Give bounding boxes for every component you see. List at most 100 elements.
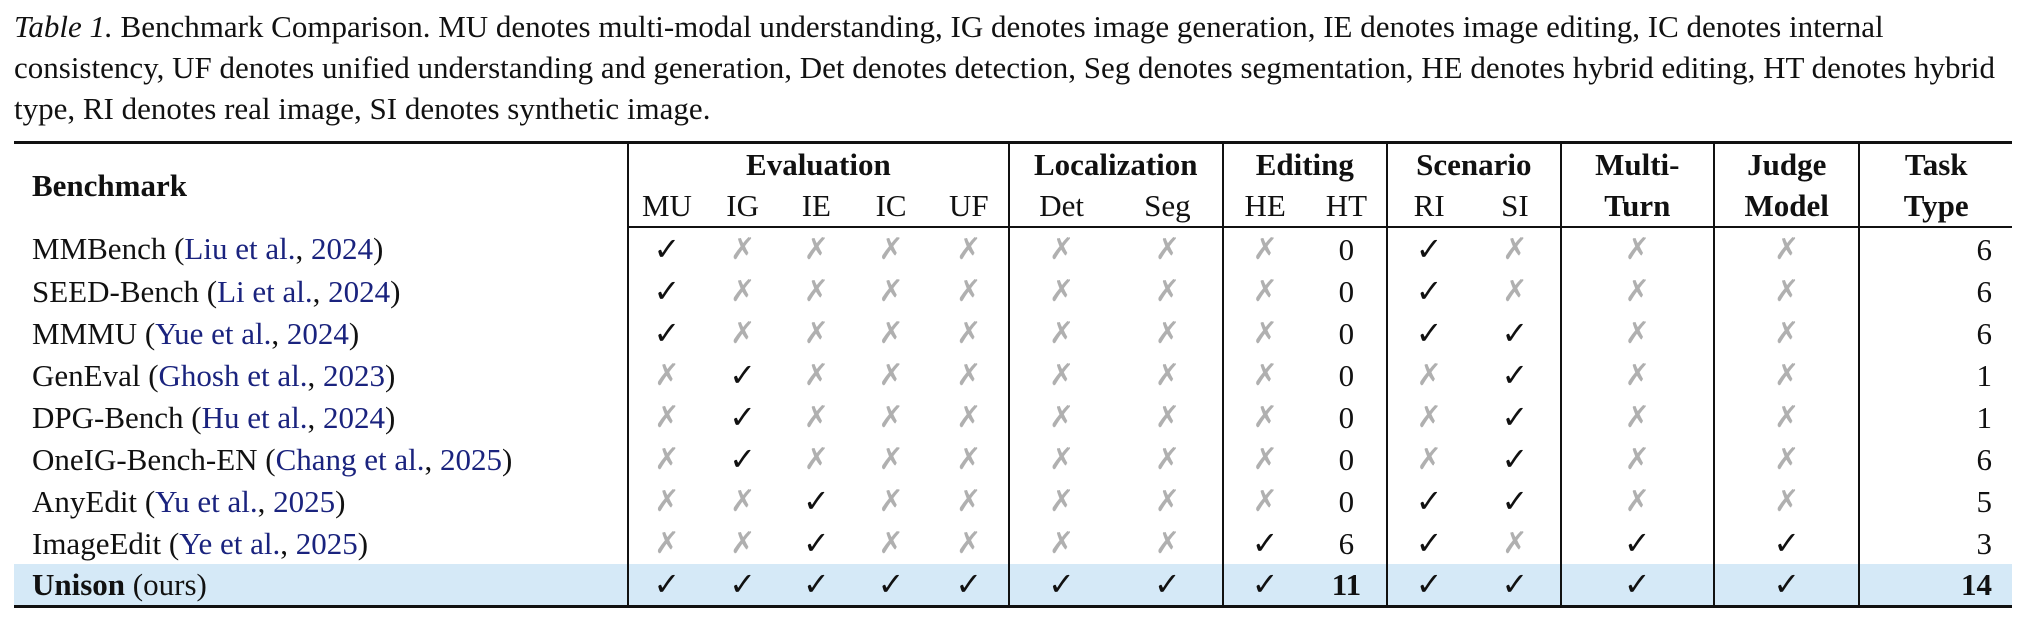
table-row: MMBench (Liu et al., 2024)✓✗✗✗✗✗✗✗0✓✗✗✗6	[14, 227, 2012, 270]
check-mark-icon: ✓	[729, 566, 757, 602]
citation-author-link[interactable]: Yue et al.	[155, 315, 272, 351]
citation-year-link[interactable]: 2025	[273, 483, 336, 519]
citation-author-link[interactable]: Ghosh et al.	[158, 357, 308, 393]
header-multi-turn-line1: Multi-	[1559, 142, 1715, 185]
hybrid-type-count: 0	[1338, 315, 1355, 351]
cross-mark-icon: ✗	[1154, 359, 1180, 392]
cross-mark-icon: ✗	[1154, 401, 1180, 434]
citation-year-link[interactable]: 2025	[440, 441, 503, 477]
citation-year-link[interactable]: 2024	[286, 315, 349, 351]
benchmark-name-cell: GenEval (Ghosh et al., 2023)	[32, 357, 396, 393]
cross-mark-icon: ✗	[1624, 275, 1650, 308]
cross-mark-icon: ✗	[1154, 233, 1180, 266]
cross-mark-icon: ✗	[1624, 359, 1650, 392]
cross-mark-icon: ✗	[1416, 359, 1442, 392]
subheader-he: HE	[1221, 185, 1307, 228]
citation-author-link[interactable]: Yu et al.	[155, 483, 258, 519]
benchmark-name: MMBench	[32, 231, 167, 266]
cross-mark-icon: ✗	[654, 485, 680, 518]
cross-mark-icon: ✗	[1624, 317, 1650, 350]
check-mark-icon: ✓	[729, 398, 757, 435]
citation-author-link[interactable]: Ye et al.	[179, 525, 281, 561]
cross-mark-icon: ✗	[1154, 275, 1180, 308]
task-type-count: 14	[1858, 564, 2012, 607]
benchmark-name-cell: OneIG-Bench-EN (Chang et al., 2025)	[32, 441, 513, 477]
header-task-type-line1: Task	[1858, 142, 2012, 185]
cross-mark-icon: ✗	[1049, 275, 1075, 308]
subheader-ri: RI	[1386, 185, 1471, 228]
citation-year-link[interactable]: 2024	[323, 399, 386, 435]
citation-author-link[interactable]: Liu et al.	[184, 231, 296, 266]
header-task-type-line2: Type	[1858, 185, 2012, 228]
check-mark-icon: ✓	[1773, 524, 1801, 561]
cross-mark-icon: ✗	[878, 401, 904, 434]
cross-mark-icon: ✗	[878, 527, 904, 560]
table-row: ImageEdit (Ye et al., 2025)✗✗✓✗✗✗✗✓6✓✗✓✓…	[14, 522, 2012, 564]
cross-mark-icon: ✗	[1502, 275, 1528, 308]
subheader-ic: IC	[852, 185, 930, 228]
cross-mark-icon: ✗	[956, 443, 982, 476]
cross-mark-icon: ✗	[956, 401, 982, 434]
cross-mark-icon: ✗	[654, 401, 680, 434]
task-type-count: 6	[1858, 438, 2012, 480]
citation-author-link[interactable]: Hu et al.	[201, 399, 308, 435]
hybrid-type-count: 6	[1338, 525, 1355, 561]
cross-mark-icon: ✗	[1252, 485, 1278, 518]
check-mark-icon: ✓	[653, 230, 681, 267]
cross-mark-icon: ✗	[1049, 401, 1075, 434]
task-type-count: 6	[1858, 227, 2012, 270]
citation-year-link[interactable]: 2024	[328, 273, 391, 309]
cross-mark-icon: ✗	[654, 359, 680, 392]
cross-mark-icon: ✗	[878, 233, 904, 266]
benchmark-name-cell: MMBench (Liu et al., 2024)	[32, 231, 384, 266]
cross-mark-icon: ✗	[1624, 485, 1650, 518]
cross-mark-icon: ✗	[1049, 359, 1075, 392]
hybrid-type-count: 0	[1338, 231, 1355, 267]
cross-mark-icon: ✗	[1774, 485, 1800, 518]
cross-mark-icon: ✗	[803, 443, 829, 476]
citation-author-link[interactable]: Chang et al.	[275, 441, 425, 477]
cross-mark-icon: ✗	[1624, 401, 1650, 434]
cross-mark-icon: ✗	[803, 401, 829, 434]
benchmark-name-cell: Unison (ours)	[14, 564, 628, 607]
cross-mark-icon: ✗	[956, 527, 982, 560]
benchmark-comparison-table: Benchmark Evaluation Localization Editin…	[14, 141, 2012, 608]
hybrid-type-count: 0	[1338, 483, 1355, 519]
caption-text: Benchmark Comparison. MU denotes multi-m…	[14, 9, 1995, 126]
header-multi-turn-line2: Turn	[1559, 185, 1715, 228]
cross-mark-icon: ✗	[730, 485, 756, 518]
cross-mark-icon: ✗	[730, 527, 756, 560]
task-type-count: 6	[1858, 312, 2012, 354]
benchmark-name-cell: AnyEdit (Yu et al., 2025)	[32, 483, 346, 519]
subheader-si: SI	[1470, 185, 1561, 228]
cross-mark-icon: ✗	[878, 317, 904, 350]
subheader-ig: IG	[705, 185, 781, 228]
cross-mark-icon: ✗	[654, 527, 680, 560]
hybrid-type-count: 0	[1338, 399, 1355, 435]
hybrid-type-count: 11	[1306, 564, 1388, 607]
citation-author-link[interactable]: Li et al.	[217, 273, 313, 309]
check-mark-icon: ✓	[1415, 524, 1443, 561]
cross-mark-icon: ✗	[730, 233, 756, 266]
cross-mark-icon: ✗	[803, 233, 829, 266]
cross-mark-icon: ✗	[1502, 527, 1528, 560]
check-mark-icon: ✓	[1048, 566, 1075, 602]
cross-mark-icon: ✗	[1154, 527, 1180, 560]
hybrid-type-count: 0	[1338, 273, 1355, 309]
header-scenario: Scenario	[1386, 142, 1561, 185]
benchmark-name: GenEval	[32, 357, 141, 393]
citation-year-link[interactable]: 2025	[295, 525, 358, 561]
task-type-count: 6	[1858, 270, 2012, 312]
table-row-ours: Unison (ours)✓✓✓✓✓✓✓✓11✓✓✓✓14	[14, 564, 2012, 607]
task-type-count: 1	[1858, 354, 2012, 396]
cross-mark-icon: ✗	[1774, 359, 1800, 392]
citation-year-link[interactable]: 2023	[323, 357, 385, 393]
check-mark-icon: ✓	[1415, 314, 1443, 351]
cross-mark-icon: ✗	[878, 443, 904, 476]
cross-mark-icon: ✗	[1774, 275, 1800, 308]
cross-mark-icon: ✗	[1049, 443, 1075, 476]
cross-mark-icon: ✗	[1774, 233, 1800, 266]
benchmark-name: SEED-Bench	[32, 273, 200, 309]
cross-mark-icon: ✗	[1049, 527, 1075, 560]
citation-year-link[interactable]: 2024	[310, 231, 373, 266]
